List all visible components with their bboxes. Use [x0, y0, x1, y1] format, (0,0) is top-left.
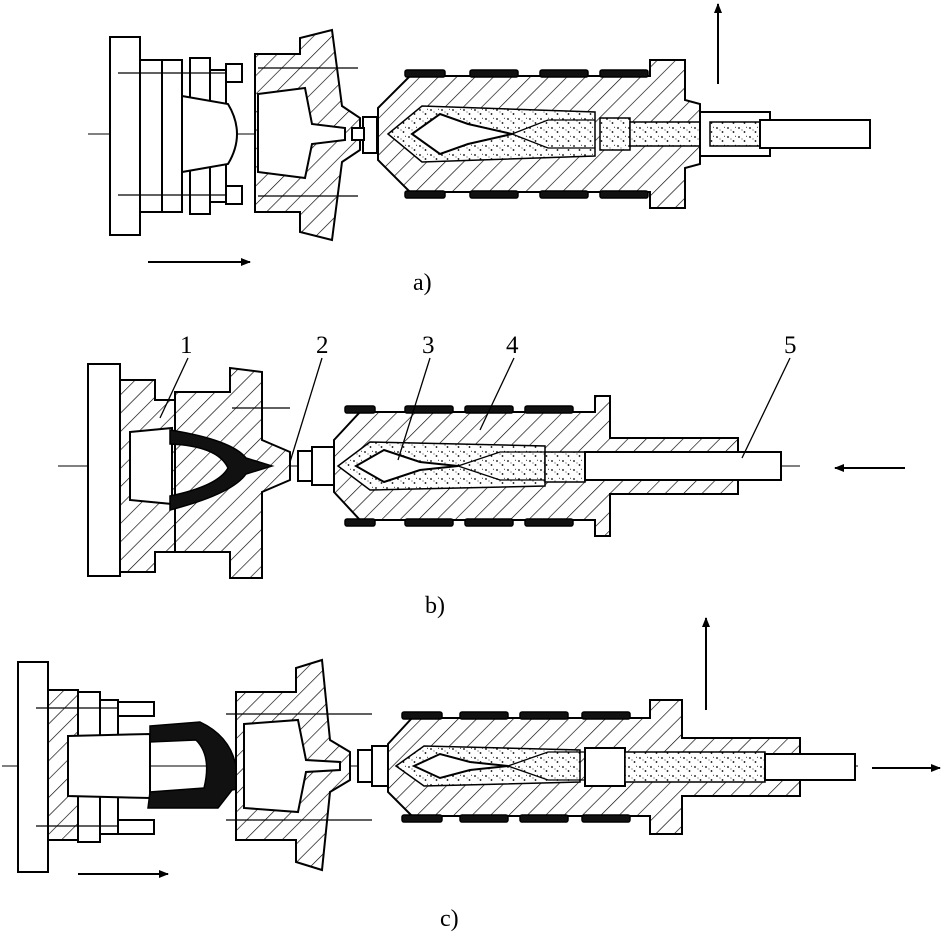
panel-caption: b): [425, 593, 445, 619]
fixed-mold-half: [254, 28, 361, 242]
nozzle-collar: [362, 116, 378, 154]
injection-barrel: [377, 59, 871, 209]
panel-caption: a): [413, 270, 432, 296]
panel-b: 1 2 3 4 5 b): [58, 332, 905, 619]
injection-barrel: [387, 699, 856, 835]
molded-part: [147, 721, 258, 809]
callout-3: 3: [422, 332, 435, 359]
callout-1: 1: [180, 332, 193, 359]
callout-2: 2: [316, 332, 329, 359]
panel-caption: c): [440, 906, 459, 932]
moving-mold-half: [109, 36, 243, 236]
callout-4: 4: [506, 332, 519, 359]
panel-a: a): [88, 3, 871, 296]
injection-barrel: [333, 395, 782, 537]
molded-part: [169, 429, 275, 511]
moving-platen: [87, 363, 121, 577]
panel-c: c): [2, 617, 941, 932]
callout-5: 5: [784, 332, 797, 359]
moving-platen: [17, 661, 49, 873]
